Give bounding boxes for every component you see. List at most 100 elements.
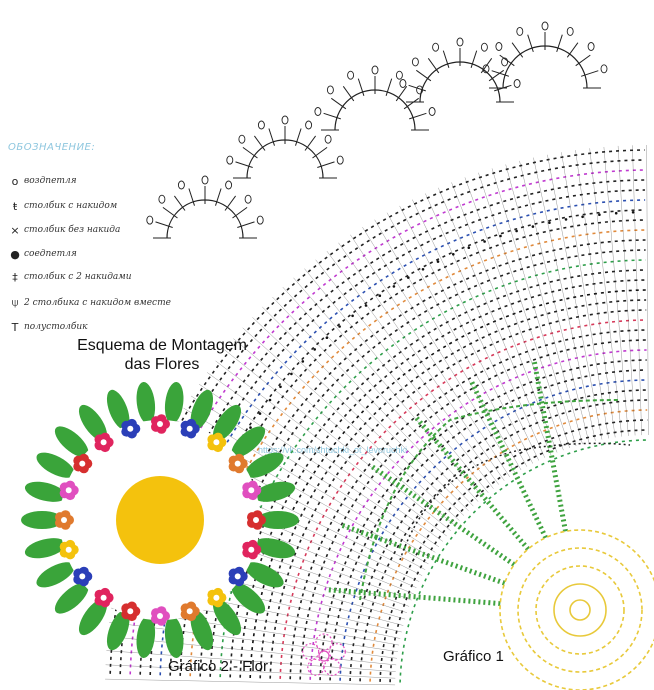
- single-crochet-icon: ×: [10, 223, 20, 237]
- shell-stitch: [408, 84, 426, 92]
- stitch-tick: [464, 177, 564, 451]
- picot-loop: [281, 115, 289, 125]
- flower: [151, 414, 170, 434]
- stitch-tick: [106, 650, 396, 672]
- stitch-row: [399, 439, 648, 683]
- shell-stitch: [580, 70, 599, 77]
- stitch-tick: [242, 327, 460, 521]
- slip-stitch-dot: [581, 215, 584, 219]
- picot-loop: [305, 120, 313, 130]
- flower: [247, 510, 266, 530]
- green-stitch-column: [368, 463, 516, 567]
- flower: [228, 453, 248, 474]
- shell-stitch: [312, 146, 328, 159]
- dc2tog-icon: ⍦: [11, 296, 19, 309]
- picot-loop: [566, 26, 574, 36]
- legend-label: столбик с 2 накидами: [24, 272, 132, 282]
- main-chart-caption: Gráfico 1: [443, 648, 504, 665]
- pink-petal: [328, 643, 346, 661]
- flower-center: [100, 439, 107, 446]
- green-border-section: [325, 358, 631, 607]
- shell-stitch: [395, 86, 408, 102]
- shell-stitch: [566, 42, 579, 58]
- picot-loop: [516, 26, 524, 36]
- shell-stitch: [488, 69, 504, 82]
- picot-loop: [226, 155, 234, 165]
- flower-center: [100, 594, 107, 601]
- picot-loop: [600, 64, 608, 74]
- stitch-tick: [412, 199, 540, 461]
- picot-loop: [395, 70, 403, 80]
- chain-stitch-icon: o: [11, 174, 19, 188]
- shell-stitch: [357, 78, 365, 96]
- picot-loop: [177, 180, 185, 190]
- stitch-tick: [632, 145, 642, 436]
- picot-loop: [324, 134, 332, 144]
- slip-stitch-dot: [483, 240, 486, 243]
- legend-item-chain: o воздпетля: [6, 172, 77, 190]
- shell-stitch: [323, 112, 341, 120]
- flower: [242, 480, 262, 501]
- shell-stitch: [556, 34, 563, 53]
- leaf: [54, 582, 89, 614]
- shell-stitch: [224, 195, 237, 211]
- flower-center: [65, 487, 72, 494]
- legend-label: соедпетля: [24, 249, 77, 259]
- wreath-center: [116, 476, 204, 564]
- picot-loop: [336, 155, 344, 165]
- legend-item-dc2tog: ⍦ 2 столбика с накидом вместе: [6, 294, 171, 312]
- stitch-tick: [589, 148, 623, 437]
- stitch-tick: [272, 296, 474, 507]
- picot-loop: [411, 57, 419, 67]
- legend-title: ОБОЗНАЧЕНИЕ:: [8, 142, 96, 153]
- stitch-tick: [547, 154, 603, 440]
- flower: [207, 587, 227, 608]
- picot-loop: [347, 70, 355, 80]
- picot-loop: [456, 37, 464, 47]
- stitch-tick: [105, 664, 396, 679]
- black-stitch-row: [399, 442, 631, 561]
- assembly-title-line2: das Flores: [124, 356, 200, 373]
- stitch-tick: [315, 259, 494, 489]
- picot-loop: [256, 215, 264, 225]
- stitch-tick: [386, 212, 528, 467]
- stitch-row: [359, 399, 648, 682]
- slip-stitch-dot: [531, 225, 535, 228]
- stitch-tick: [519, 160, 590, 443]
- shell-stitch: [215, 188, 222, 206]
- picot-loop: [399, 79, 407, 88]
- legend-label: столбик с накидом: [24, 201, 118, 211]
- shell-stitch: [511, 42, 524, 58]
- leaf: [212, 404, 242, 441]
- flower-center: [127, 425, 134, 432]
- shell-stitch: [155, 221, 173, 228]
- flower: [180, 418, 200, 439]
- slip-stitch-dot: [467, 246, 471, 249]
- stitch-tick: [233, 338, 456, 526]
- stitch-tick: [109, 621, 398, 659]
- flower-center: [79, 573, 86, 580]
- stitch-ticks: [105, 144, 649, 686]
- flower-center: [61, 517, 67, 523]
- slip-stitch-icon: ●: [10, 247, 20, 261]
- stitch-row: [199, 239, 646, 677]
- slip-stitch-dot: [364, 304, 368, 307]
- shell-stitch: [385, 78, 393, 96]
- legend-item-hdc: T полустолбик: [6, 318, 88, 336]
- yellow-medallion: [499, 529, 654, 690]
- leaf: [190, 610, 214, 651]
- slip-stitch-dot: [313, 348, 317, 351]
- leaf: [24, 538, 66, 559]
- shell-stitch: [235, 161, 253, 168]
- shell-stitch: [173, 195, 186, 211]
- shell-stitch: [409, 112, 427, 120]
- leaf: [254, 481, 296, 502]
- shell-stitch: [527, 34, 534, 53]
- slip-stitch-dot: [564, 218, 568, 221]
- slip-stitch-dot: [351, 314, 354, 318]
- stitch-tick: [491, 168, 577, 447]
- slip-stitch-dot: [436, 260, 440, 263]
- flower-center: [157, 613, 163, 619]
- slip-stitch-dot: [268, 398, 272, 402]
